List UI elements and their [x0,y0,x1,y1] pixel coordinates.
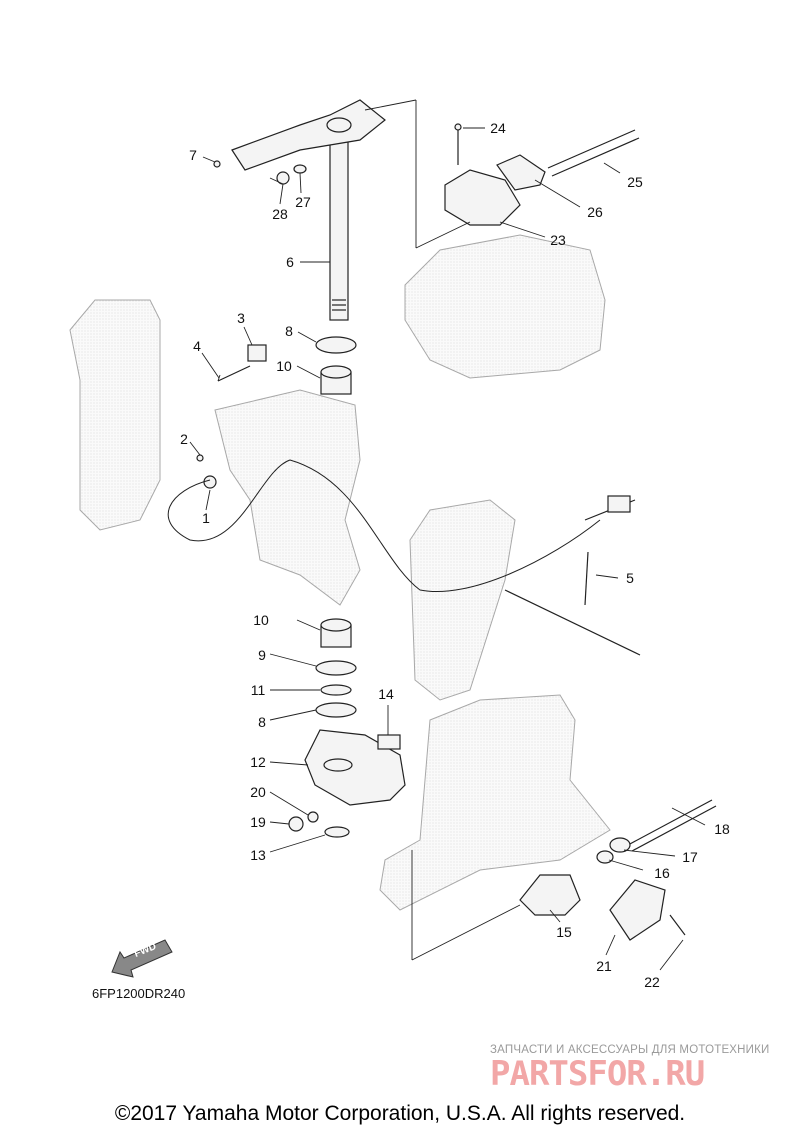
callout-10-lower[interactable]: 10 [253,612,269,628]
callout-14[interactable]: 14 [378,686,394,702]
swivel-bracket [214,389,361,606]
callout-12[interactable]: 12 [250,754,266,770]
steering-shaft [329,139,349,321]
small-parts [196,123,717,941]
callout-5[interactable]: 5 [626,570,634,586]
right-clamp-bracket [409,499,516,701]
lower-casing [379,694,611,911]
callout-20[interactable]: 20 [250,784,266,800]
callout-8-upper[interactable]: 8 [285,323,293,339]
callout-26[interactable]: 26 [587,204,603,220]
callout-11[interactable]: 11 [250,682,266,698]
callout-1[interactable]: 1 [202,510,210,526]
watermark-tagline: ЗАПЧАСТИ И АКСЕССУАРЫ ДЛЯ МОТОТЕХНИКИ [490,1044,770,1056]
callout-7[interactable]: 7 [189,147,197,163]
trim-sender-wire [167,459,601,592]
callout-19[interactable]: 19 [250,814,266,830]
callout-27[interactable]: 27 [295,194,311,210]
bushings-washers [315,336,357,718]
copyright-notice: ©2017 Yamaha Motor Corporation, U.S.A. A… [114,1102,686,1125]
upper-casing [404,234,606,379]
callout-17[interactable]: 17 [682,849,698,865]
callout-15[interactable]: 15 [556,924,572,940]
callout-25[interactable]: 25 [627,174,643,190]
callout-23[interactable]: 23 [550,232,566,248]
callout-13[interactable]: 13 [250,847,266,863]
callout-22[interactable]: 22 [644,974,660,990]
callout-28[interactable]: 28 [272,206,288,222]
callout-4[interactable]: 4 [193,338,201,354]
callout-9[interactable]: 9 [258,647,266,663]
callout-21[interactable]: 21 [596,958,612,974]
fwd-arrow-icon [111,939,173,978]
callout-10-upper[interactable]: 10 [276,358,292,374]
callout-18[interactable]: 18 [714,821,730,837]
steering-arm [231,99,386,171]
watermark-brand: PARTSFOR.RU [490,1054,705,1094]
callout-24[interactable]: 24 [490,120,506,136]
callout-16[interactable]: 16 [654,865,670,881]
callout-6[interactable]: 6 [286,254,294,270]
left-clamp-bracket [69,299,161,531]
callout-3[interactable]: 3 [237,310,245,326]
leader-lines [189,99,706,971]
diagram-code: 6FP1200DR240 [92,986,186,1001]
callout-2[interactable]: 2 [180,431,188,447]
callout-8-lower[interactable]: 8 [258,714,266,730]
